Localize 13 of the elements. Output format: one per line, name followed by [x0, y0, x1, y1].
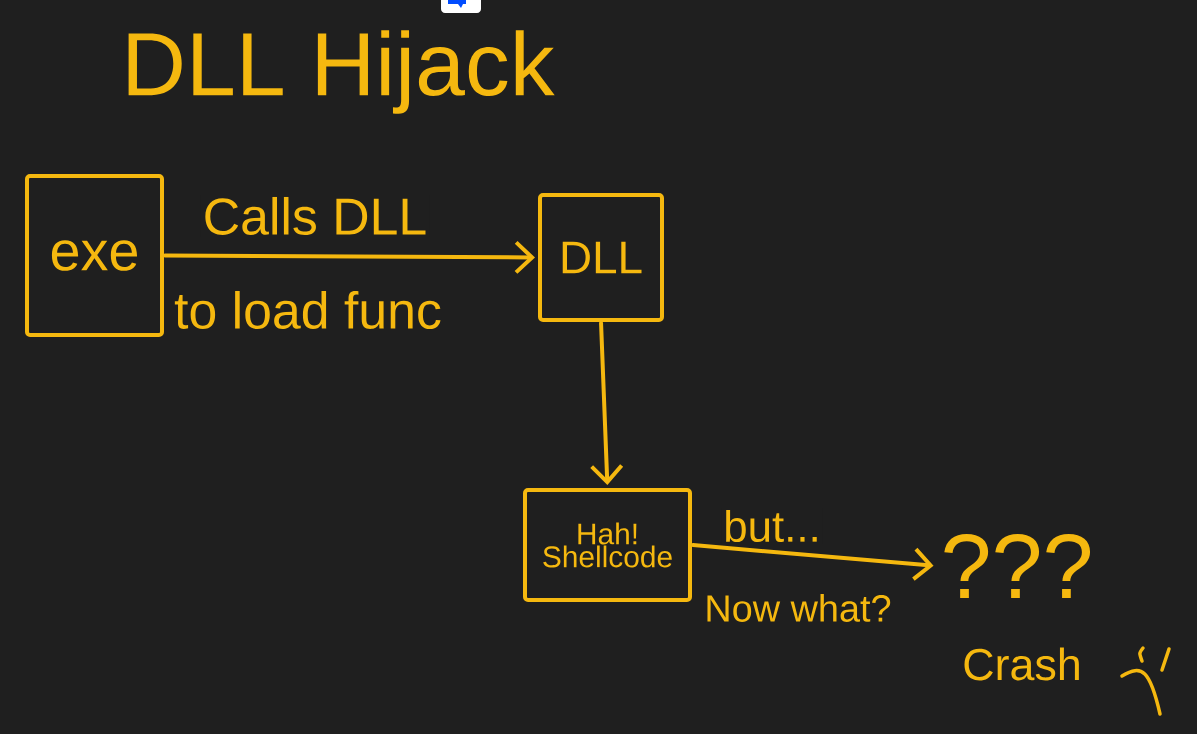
arrow	[163, 240, 535, 274]
arrow	[590, 321, 624, 485]
process-box: exe	[25, 174, 164, 337]
process-box: DLL	[538, 193, 664, 322]
note-text: Now what?	[707, 594, 891, 622]
edge-label: but...	[721, 507, 823, 545]
question-marks: ???	[944, 534, 1091, 598]
process-box: Hah! Shellcode	[523, 488, 692, 602]
title: DLL Hijack	[128, 30, 555, 114]
note-text: to load func	[174, 290, 441, 329]
edge-label: Calls DLL	[200, 195, 430, 237]
note-text: Crash	[964, 647, 1079, 681]
arrow	[691, 543, 934, 581]
